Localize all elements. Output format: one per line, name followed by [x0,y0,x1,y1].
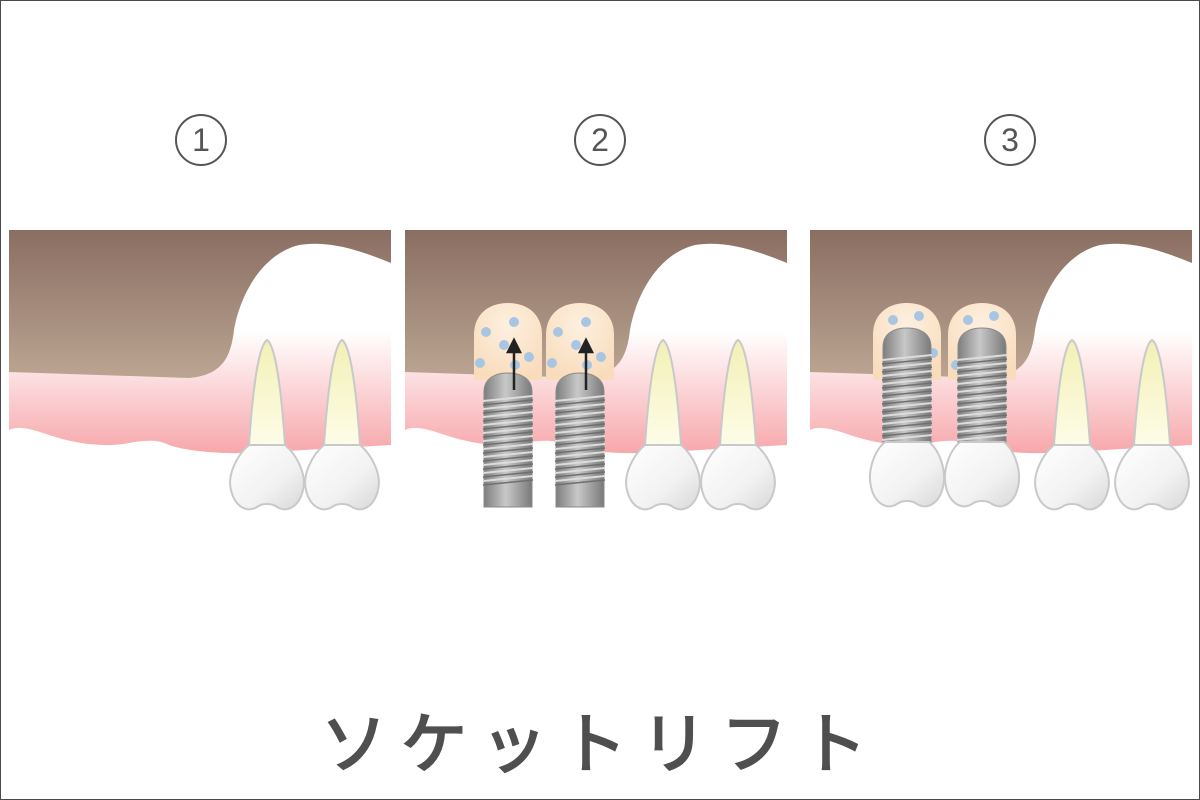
implant-1 [881,327,933,445]
maxillary-sinus [9,230,391,378]
panel-step-2 [405,230,787,520]
bone-graft-2 [546,303,614,380]
implant-1 [482,372,534,508]
step-number-1: 1 [175,114,227,166]
implant-2 [956,327,1008,445]
step-number-3: 3 [984,114,1036,166]
panel-step-1 [9,230,391,520]
step-number-2: 2 [574,114,626,166]
arrow-up-icon [505,337,595,390]
diagram-title: ソケットリフト [321,706,881,783]
crown-2 [943,441,1021,508]
panel-step-3 [810,230,1192,520]
implant-2 [554,372,606,508]
bone-graft-1 [474,303,542,380]
crown-1 [868,441,946,508]
